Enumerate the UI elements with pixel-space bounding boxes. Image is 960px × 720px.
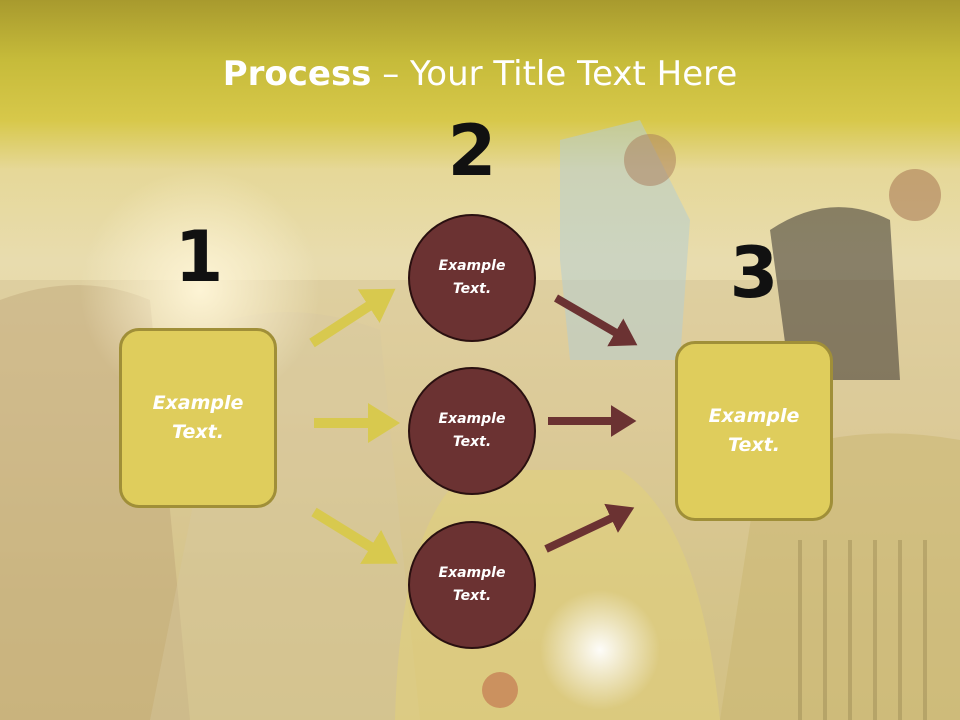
step-2-circle-3-label: Example Text. [438, 565, 506, 604]
step-1-number: 1 [174, 216, 224, 298]
step-2-circle-3: Example Text. [408, 521, 536, 649]
arrow-1-to-circle-1 [309, 288, 396, 348]
step-1-box: Example Text. [119, 328, 277, 508]
step-1-label: Example Text. [152, 392, 244, 443]
arrow-1-to-circle-3 [311, 507, 398, 564]
slide-title: Process – Your Title Text Here [0, 52, 960, 96]
step-2-circle-2: Example Text. [408, 367, 536, 495]
step-2-circle-1: Example Text. [408, 214, 536, 342]
step-2-circle-1-label: Example Text. [438, 258, 506, 297]
step-3-label: Example Text. [708, 405, 800, 456]
step-2-circle-2-label: Example Text. [438, 411, 506, 450]
step-2-number: 2 [447, 110, 497, 192]
step-3-box: Example Text. [675, 341, 833, 521]
title-rest: – Your Title Text Here [371, 54, 738, 94]
title-bold: Process [222, 54, 372, 94]
arrow-circle-3-to-3 [544, 503, 635, 553]
arrow-circle-1-to-3 [553, 294, 638, 347]
step-3-number: 3 [729, 232, 779, 314]
